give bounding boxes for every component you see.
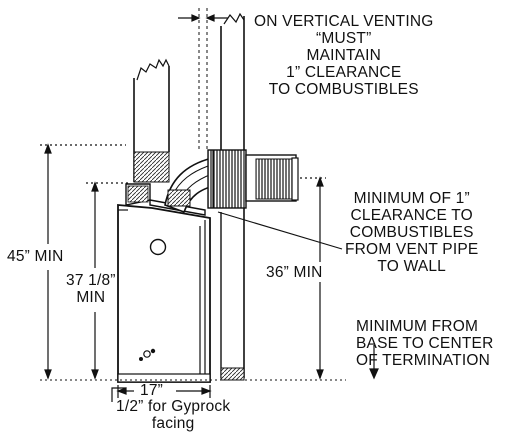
vent-termination	[245, 154, 299, 202]
dim-37	[86, 181, 130, 380]
fireplace-unit	[117, 183, 211, 383]
label-37-min: 37 1/8” MIN	[66, 272, 116, 306]
label-gyprock: 1/2” for Gyprock facing	[116, 398, 231, 432]
dim-17	[116, 385, 212, 398]
label-vertical-venting: ON VERTICAL VENTING “MUST” MAINTAIN 1” C…	[254, 13, 434, 98]
vent-elbow	[164, 149, 247, 214]
vent-clearance-leader	[217, 211, 343, 250]
top-clearance-arrows	[178, 14, 228, 22]
label-45-min: 45” MIN	[7, 248, 64, 265]
dim-36	[300, 176, 326, 380]
chase-wall-left	[133, 58, 170, 183]
label-min-from-base: MINIMUM FROM BASE TO CENTER OF TERMINATI…	[356, 318, 494, 369]
label-36-min: 36” MIN	[266, 264, 323, 281]
gyprock-bracket	[111, 387, 126, 402]
label-min-clearance-vent: MINIMUM OF 1” CLEARANCE TO COMBUSTIBLES …	[345, 190, 479, 275]
label-17: 17”	[140, 382, 164, 399]
termination-arrow	[369, 345, 379, 380]
dim-45	[40, 143, 126, 380]
